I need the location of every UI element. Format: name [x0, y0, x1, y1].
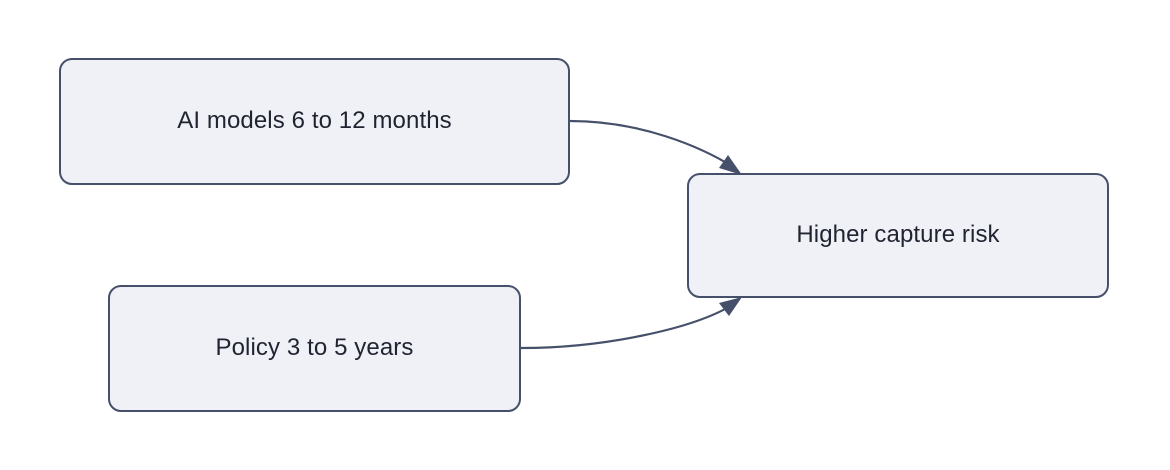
node-ai-models[interactable]: AI models 6 to 12 months — [59, 58, 570, 185]
node-ai-models-label: AI models 6 to 12 months — [177, 107, 452, 135]
node-higher-capture-risk[interactable]: Higher capture risk — [687, 173, 1109, 298]
node-policy-label: Policy 3 to 5 years — [215, 334, 414, 362]
node-higher-capture-risk-label: Higher capture risk — [796, 221, 1000, 249]
node-policy[interactable]: Policy 3 to 5 years — [108, 285, 521, 412]
edge-policy-to-risk-line — [519, 302, 736, 350]
edge-policy-to-risk-arrowhead — [719, 297, 742, 316]
edge-ai-models-to-risk-arrowhead — [719, 155, 742, 175]
edge-ai-models-to-risk-line — [568, 119, 737, 170]
